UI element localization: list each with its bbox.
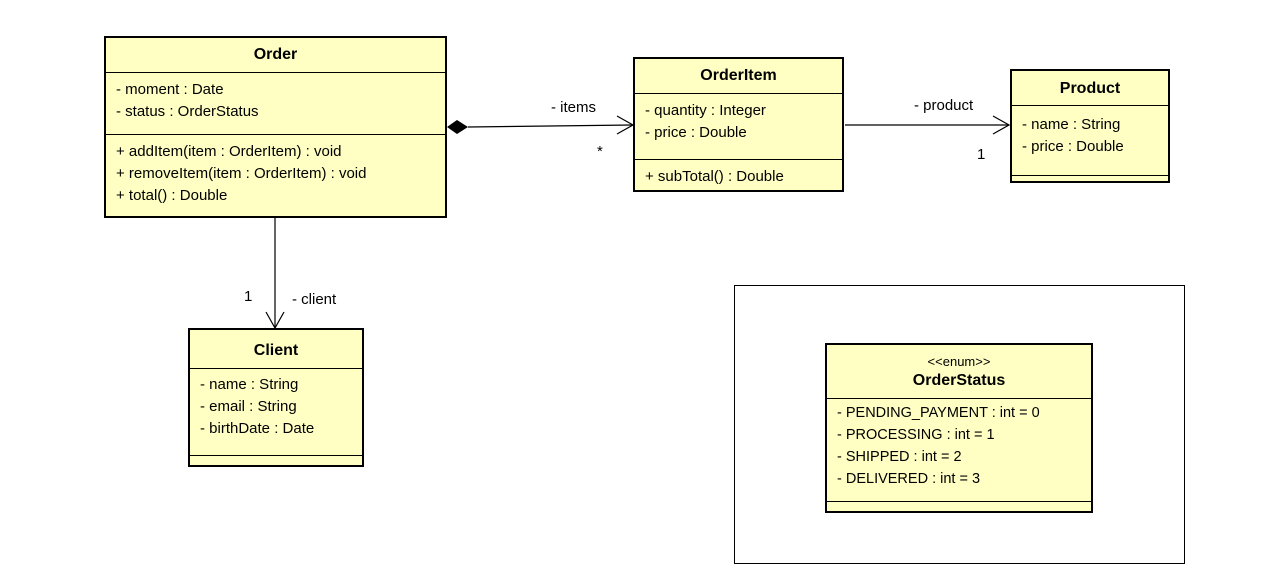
method: + removeItem(item : OrderItem) : void xyxy=(116,165,367,182)
enum-literal: - DELIVERED : int = 3 xyxy=(837,471,981,487)
enum-orderstatus-methods xyxy=(827,502,1091,516)
product-arrowhead-icon xyxy=(992,115,1011,135)
attribute: - price : Double xyxy=(1022,138,1124,155)
items-multiplicity-label: * xyxy=(597,143,603,160)
class-order-attributes: - moment : Date - status : OrderStatus xyxy=(106,73,445,135)
items-role-label: - items xyxy=(551,99,596,116)
enum-stereotype: <<enum>> xyxy=(927,354,991,369)
enum-orderstatus[interactable]: <<enum>> OrderStatus - PENDING_PAYMENT :… xyxy=(825,343,1093,513)
product-role-label: - product xyxy=(914,97,974,114)
attribute: - status : OrderStatus xyxy=(116,103,259,120)
method: + subTotal() : Double xyxy=(645,168,784,185)
class-order-name: Order xyxy=(106,38,445,73)
enum-orderstatus-header: <<enum>> OrderStatus xyxy=(827,345,1091,399)
enum-orderstatus-name: OrderStatus xyxy=(912,372,1006,389)
class-order-methods: + addItem(item : OrderItem) : void + rem… xyxy=(106,135,445,210)
attribute: - name : String xyxy=(1022,116,1121,133)
method: + total() : Double xyxy=(116,187,228,204)
class-product-attributes: - name : String - price : Double xyxy=(1012,106,1168,176)
client-multiplicity-label: 1 xyxy=(244,288,253,305)
attribute: - price : Double xyxy=(645,124,747,141)
class-product-name: Product xyxy=(1012,71,1168,106)
class-orderitem-name: OrderItem xyxy=(635,59,842,94)
enum-literal: - SHIPPED : int = 2 xyxy=(837,449,962,465)
class-client-attributes: - name : String - email : String - birth… xyxy=(190,369,362,456)
client-role-label: - client xyxy=(292,291,337,308)
class-client[interactable]: Client - name : String - email : String … xyxy=(188,328,364,467)
composition-diamond-icon xyxy=(447,120,468,134)
class-client-name: Client xyxy=(190,330,362,369)
class-orderitem-attributes: - quantity : Integer - price : Double xyxy=(635,94,842,160)
attribute: - moment : Date xyxy=(116,81,224,98)
class-orderitem[interactable]: OrderItem - quantity : Integer - price :… xyxy=(633,57,844,192)
enum-literal: - PENDING_PAYMENT : int = 0 xyxy=(837,405,1040,421)
class-product-methods xyxy=(1012,176,1168,186)
product-multiplicity-label: 1 xyxy=(977,146,986,163)
attribute: - quantity : Integer xyxy=(645,102,766,119)
enum-orderstatus-literals: - PENDING_PAYMENT : int = 0 - PROCESSING… xyxy=(827,399,1091,502)
class-order[interactable]: Order - moment : Date - status : OrderSt… xyxy=(104,36,447,218)
items-association-line xyxy=(467,124,633,128)
enum-literal: - PROCESSING : int = 1 xyxy=(837,427,995,443)
class-product[interactable]: Product - name : String - price : Double xyxy=(1010,69,1170,183)
attribute: - birthDate : Date xyxy=(200,420,315,437)
method: + addItem(item : OrderItem) : void xyxy=(116,143,342,160)
class-orderitem-methods: + subTotal() : Double xyxy=(635,160,842,191)
class-client-methods xyxy=(190,456,362,468)
attribute: - name : String xyxy=(200,376,299,393)
attribute: - email : String xyxy=(200,398,297,415)
